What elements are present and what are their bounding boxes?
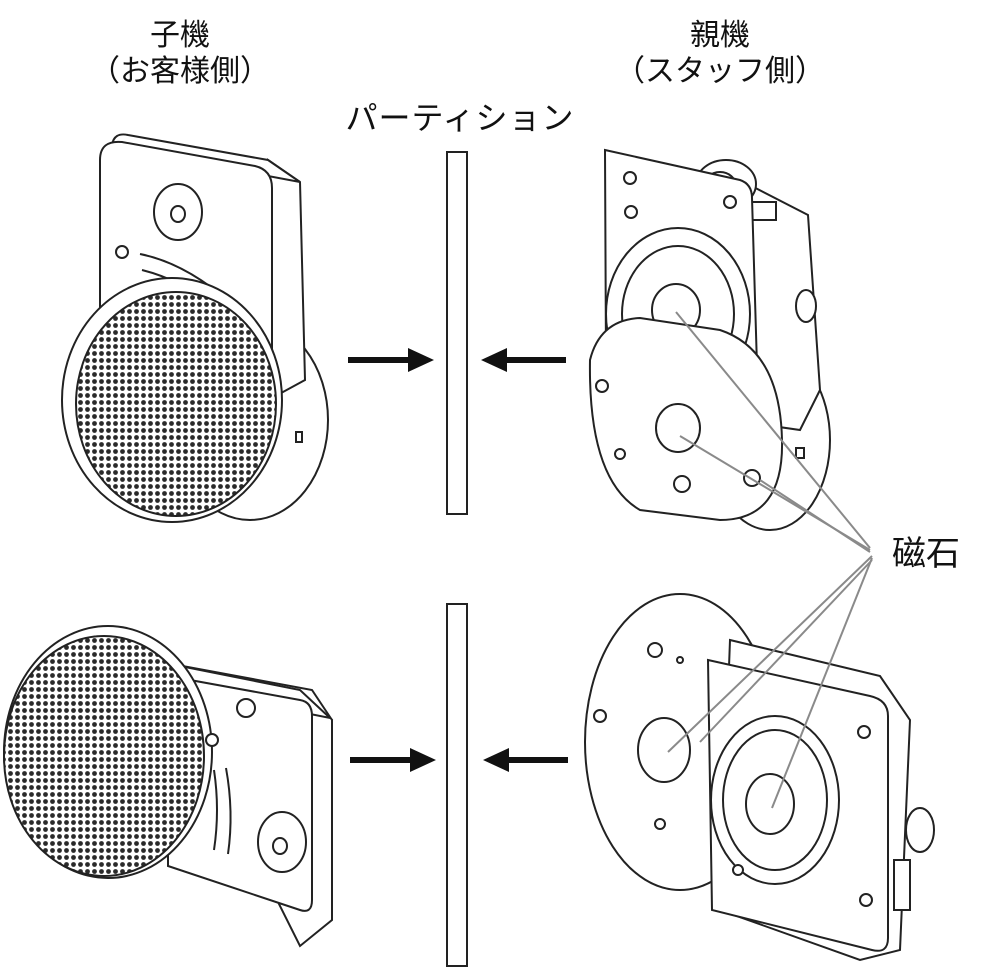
child-unit-subtitle: （お客様側） (90, 54, 270, 89)
arrow-left-icon (483, 748, 568, 772)
parent-unit-label: 親機 （スタッフ側） (590, 18, 850, 90)
parent-unit-bottom (584, 593, 935, 962)
partition-top (446, 151, 468, 515)
child-unit-bottom (3, 625, 334, 948)
child-unit-title: 子機 (150, 18, 210, 53)
child-unit-top (61, 133, 329, 523)
arrow-right-icon (350, 748, 436, 772)
child-unit-label: 子機 （お客様側） (60, 18, 300, 90)
partition-label: パーティション (345, 99, 575, 137)
partition-bottom (446, 603, 468, 967)
magnet-leader-lines (667, 311, 873, 809)
parent-unit-subtitle: （スタッフ側） (615, 54, 825, 89)
arrow-left-icon (481, 348, 566, 372)
parent-unit-top (588, 148, 831, 531)
arrow-right-icon (348, 348, 434, 372)
parent-unit-title: 親機 (690, 18, 750, 53)
magnet-label: 磁石 (892, 534, 960, 574)
